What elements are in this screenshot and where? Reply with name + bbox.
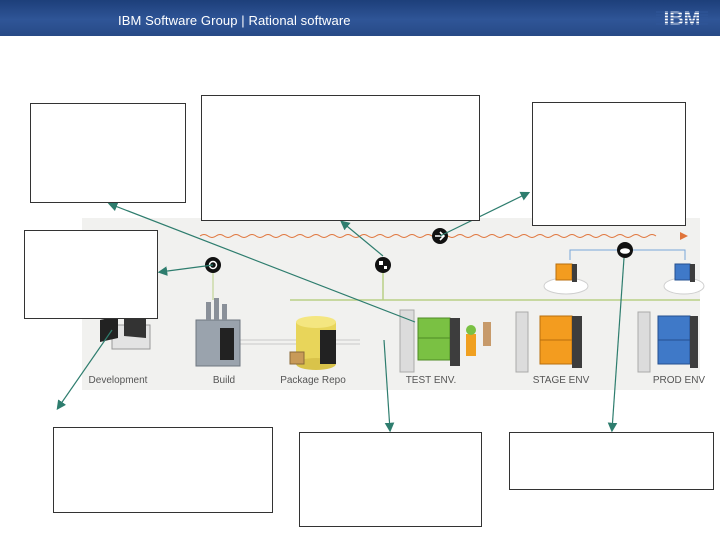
- stage-label-test-env: TEST ENV.: [405, 375, 457, 386]
- stage-label-stage-env: STAGE ENV: [532, 375, 590, 386]
- callout-box-test-bottom: [299, 432, 482, 527]
- callout-arrow-4: [439, 191, 531, 237]
- callout-box-build-left: [24, 230, 158, 319]
- package-repository: [289, 316, 336, 370]
- header-title: IBM Software Group | Rational software: [118, 13, 351, 28]
- package-transfer-icon: [375, 257, 391, 273]
- stage-label-prod-env: PROD ENV: [652, 375, 706, 386]
- stage-cloud: [543, 263, 589, 295]
- production-environment-server: [637, 311, 698, 373]
- stage-label-build: Build: [212, 375, 236, 386]
- callout-box-development-top: [30, 103, 186, 203]
- callout-arrow-2: [157, 264, 214, 276]
- callout-arrow-1: [107, 202, 416, 323]
- test-environment-server: [399, 309, 491, 373]
- callout-arrow-6: [383, 339, 395, 433]
- cloud-icon: [617, 242, 633, 258]
- callout-arrow-5: [56, 329, 113, 410]
- callout-box-package-top: [201, 95, 480, 221]
- ibm-logo: IBM: [656, 8, 708, 30]
- callout-arrow-7: [607, 257, 625, 433]
- callout-box-development-bottom: [53, 427, 273, 513]
- build-server: [195, 298, 241, 367]
- development-workstation: [100, 305, 151, 350]
- stage-label-package-repo: Package Repo: [280, 375, 346, 386]
- callout-box-deploy-top: [532, 102, 686, 226]
- deployment-flow-arrowhead: [680, 232, 688, 240]
- prod-cloud: [663, 263, 705, 295]
- stage-environment-server: [515, 311, 582, 373]
- header-bar: IBM Software Group | Rational software I…: [0, 0, 720, 36]
- callout-arrow-3: [340, 220, 384, 257]
- deployment-flow-line: [199, 234, 657, 238]
- callout-box-prod-bottom: [509, 432, 714, 490]
- pipeline-illustration: [82, 218, 700, 390]
- stage-label-development: Development: [88, 375, 148, 386]
